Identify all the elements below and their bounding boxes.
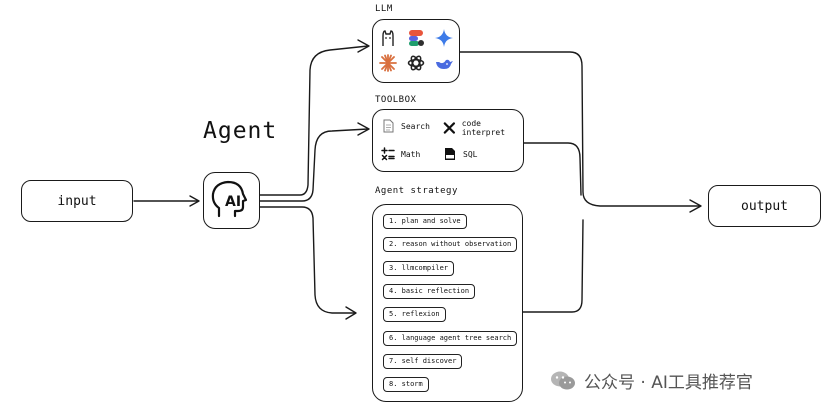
document-icon [383, 119, 394, 133]
deepseek-whale-icon [436, 59, 453, 69]
figma-like-icon [409, 30, 424, 46]
watermark-text: 公众号 · AI工具推荐官 [584, 373, 753, 393]
output-node: output [708, 185, 821, 227]
toolbox-title: TOOLBOX [375, 95, 417, 105]
agent-node: AI [203, 172, 260, 229]
strategy-item: 4. basic reflection [383, 284, 476, 299]
wechat-icon [551, 371, 575, 389]
agent-icon-text: AI [225, 194, 241, 210]
claude-starburst-icon [379, 54, 397, 72]
tool-sql: SQL [443, 147, 477, 161]
strategy-panel: 1. plan and solve 2. reason without obse… [372, 204, 523, 402]
llm-panel [372, 19, 460, 83]
openai-knot-icon [407, 55, 425, 71]
strategy-title: Agent strategy [375, 186, 458, 196]
tool-math-label: Math [401, 149, 421, 159]
input-label: input [57, 193, 97, 209]
watermark: 公众号 · AI工具推荐官 [550, 368, 753, 393]
ai-head-icon: AI [211, 180, 248, 218]
math-operators-icon [381, 147, 395, 161]
strategy-item: 5. reflexion [383, 307, 446, 322]
tool-code-interpret: code interpret [443, 119, 523, 137]
tool-math: Math [381, 147, 420, 161]
agent-title: Agent [203, 118, 278, 144]
tools-cross-icon [443, 122, 455, 134]
strategy-item: 3. llmcompiler [383, 261, 455, 276]
strategy-item: 6. language agent tree search [383, 331, 518, 346]
sql-file-icon [445, 148, 455, 160]
tool-search: Search [381, 119, 430, 133]
strategy-item: 1. plan and solve [383, 214, 467, 229]
output-label: output [741, 198, 788, 214]
gemini-sparkle-icon [435, 29, 453, 47]
strategy-item: 2. reason without observation [383, 237, 518, 252]
toolbox-panel: Search code interpret Math SQL [372, 109, 524, 172]
input-node: input [21, 180, 133, 222]
tool-sql-label: SQL [463, 149, 478, 159]
strategy-item: 8. storm [383, 377, 429, 392]
llama-icon [382, 30, 394, 46]
llm-title: LLM [375, 4, 393, 14]
tool-code-label: code interpret [461, 119, 506, 137]
strategy-item: 7. self discover [383, 354, 463, 369]
tool-search-label: Search [401, 121, 430, 131]
